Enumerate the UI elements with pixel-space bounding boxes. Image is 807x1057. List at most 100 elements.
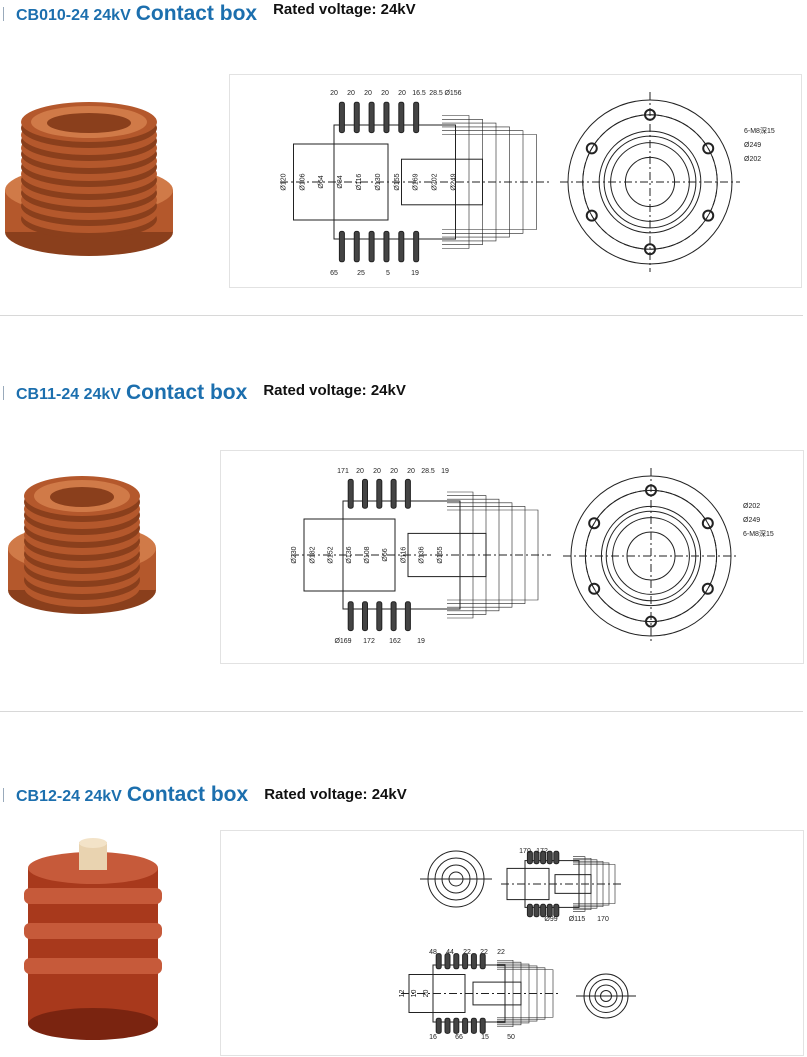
fin bbox=[398, 101, 405, 134]
contact-insert-top bbox=[79, 838, 107, 848]
dimension-label: Ø108 bbox=[364, 546, 371, 563]
porcelain-rib bbox=[24, 923, 162, 939]
fin bbox=[413, 230, 420, 263]
product-photo bbox=[8, 476, 156, 614]
product-photo bbox=[5, 102, 173, 256]
bolt-hole bbox=[702, 209, 715, 222]
side-view bbox=[280, 101, 550, 263]
dimension-line bbox=[442, 115, 470, 249]
fin bbox=[479, 1017, 486, 1034]
fin bbox=[533, 850, 540, 865]
fin bbox=[390, 601, 397, 632]
dimension-label: Ø66 bbox=[382, 548, 389, 561]
dimension-label: 25 bbox=[357, 270, 365, 277]
dimension-line bbox=[497, 961, 522, 1026]
dimension-label: Ø115 bbox=[569, 916, 586, 923]
dimension-line bbox=[447, 491, 474, 619]
fin bbox=[383, 101, 390, 134]
dimension-label: Ø64 bbox=[318, 175, 325, 188]
dimension-label: Ø202 bbox=[432, 173, 439, 190]
dimension-label: 16.5 bbox=[412, 90, 426, 97]
model-name: CB11-24 24kV bbox=[16, 386, 121, 403]
dimension-line bbox=[442, 130, 524, 234]
fin bbox=[540, 850, 547, 865]
fin bbox=[526, 850, 533, 865]
header-bar bbox=[3, 386, 4, 400]
dimension-label: 20 bbox=[398, 90, 406, 97]
dimension-label: 20 bbox=[347, 90, 355, 97]
dimension-line bbox=[497, 963, 530, 1024]
fin bbox=[338, 230, 345, 263]
fin bbox=[470, 953, 477, 970]
dimension-label: 66 bbox=[455, 1034, 463, 1041]
bolt-hole bbox=[585, 209, 598, 222]
fin bbox=[533, 903, 540, 918]
dimension-label: Ø116 bbox=[356, 174, 363, 191]
dimension-line bbox=[447, 498, 500, 612]
dimension-label: 170 bbox=[519, 848, 531, 855]
fin bbox=[444, 1017, 451, 1034]
section-header: CB010-24 24kV Contact box Rated voltage:… bbox=[3, 1, 416, 26]
porcelain-bottom bbox=[28, 1008, 158, 1040]
section-divider bbox=[0, 315, 803, 316]
fin bbox=[462, 953, 469, 970]
dimension-label: Ø169 bbox=[334, 638, 351, 645]
dimension-label: Ø156 bbox=[444, 90, 461, 97]
dimension-label: 22 bbox=[480, 949, 488, 956]
dimension-label: 65 bbox=[330, 270, 338, 277]
porcelain-rib bbox=[24, 958, 162, 974]
rated-voltage: Rated voltage: 24kV bbox=[273, 1, 416, 18]
bolt-circle bbox=[582, 114, 718, 250]
fin bbox=[368, 230, 375, 263]
dimension-label: Ø136 bbox=[419, 546, 426, 563]
dimension-label: Ø169 bbox=[413, 173, 420, 190]
model-name: CB010-24 24kV bbox=[16, 7, 131, 24]
end-view bbox=[560, 92, 740, 272]
fin bbox=[353, 101, 360, 134]
fin bbox=[362, 478, 368, 509]
fin bbox=[368, 101, 375, 134]
fin bbox=[453, 1017, 460, 1034]
dimension-label: Ø155 bbox=[394, 173, 401, 190]
porcelain-opening bbox=[50, 487, 114, 507]
dimension-line bbox=[497, 965, 538, 1022]
dimension-label: 172 bbox=[363, 638, 375, 645]
fin bbox=[376, 478, 383, 509]
dimension-label: 12 bbox=[399, 990, 406, 998]
fin bbox=[353, 230, 360, 263]
product-photo bbox=[24, 838, 162, 1040]
ring bbox=[582, 114, 718, 250]
bolt-hole bbox=[702, 142, 715, 155]
fin bbox=[553, 850, 560, 865]
dimension-label: 50 bbox=[507, 1034, 515, 1041]
dimension-label: 22 bbox=[463, 949, 471, 956]
dimension-label: Ø230 bbox=[291, 546, 298, 563]
dimension-label: 20 bbox=[423, 990, 430, 998]
dimension-line bbox=[573, 861, 604, 907]
dimension-label: 28.5 bbox=[421, 468, 435, 475]
fin bbox=[347, 478, 354, 509]
fin bbox=[398, 230, 405, 263]
fin bbox=[338, 101, 345, 134]
dimension-label: Ø202 bbox=[743, 503, 760, 510]
dimension-label: Ø116 bbox=[400, 547, 407, 564]
dimension-label: 20 bbox=[381, 90, 389, 97]
fin bbox=[383, 230, 390, 263]
dimension-label: 20 bbox=[407, 468, 415, 475]
fin bbox=[546, 903, 553, 918]
fin bbox=[376, 601, 383, 632]
dimension-label: 15 bbox=[481, 1034, 489, 1041]
dimension-label: 162 bbox=[389, 638, 401, 645]
fin bbox=[462, 1017, 469, 1034]
dimension-label: Ø106 bbox=[299, 173, 306, 190]
fin bbox=[526, 903, 533, 918]
dimension-line bbox=[573, 862, 610, 906]
side-view bbox=[501, 850, 621, 918]
dimension-line bbox=[497, 959, 514, 1028]
dimension-label: 19 bbox=[417, 638, 425, 645]
dimension-label: 6-M8深15 bbox=[743, 529, 774, 538]
dimension-label: Ø99 bbox=[544, 916, 557, 923]
dimension-line bbox=[447, 495, 487, 615]
